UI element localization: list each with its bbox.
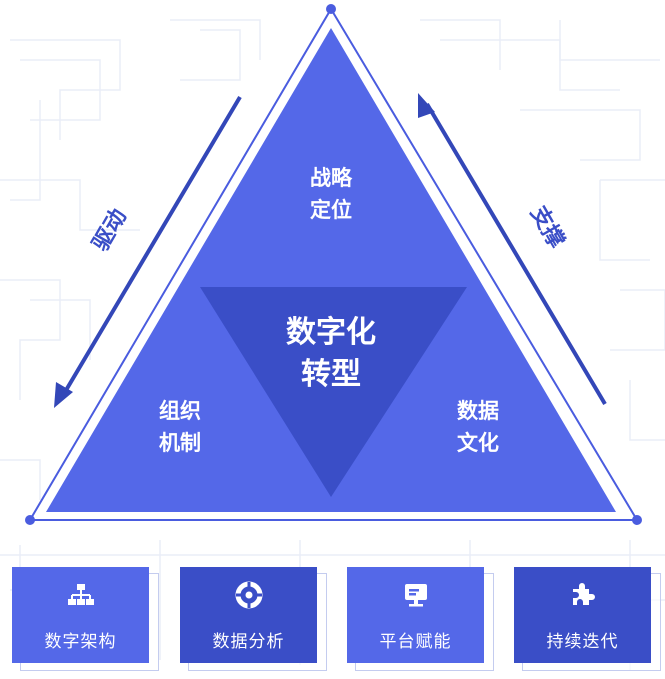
card-data-analysis[interactable]: 数据分析: [180, 567, 327, 671]
main-triangle: [46, 28, 616, 512]
outer-triangle-outline: [28, 7, 639, 521]
card-continuous-iteration[interactable]: 持续迭代: [514, 567, 661, 671]
left-node-label: 组织 机制: [159, 399, 201, 455]
card-label: 平台赋能: [379, 632, 452, 652]
center-node-label: 数字化 转型: [286, 315, 376, 392]
center-inverted-triangle: [200, 287, 467, 497]
left-arrow-line: [60, 95, 242, 399]
card-label: 数据分析: [212, 632, 285, 652]
card-digital-architecture[interactable]: 数字架构: [12, 567, 159, 671]
vertex-dot-left: [25, 515, 35, 525]
right-arrow-head: [418, 93, 435, 118]
card-label: 持续迭代: [546, 632, 619, 652]
org-chart-icon: [68, 584, 94, 605]
card-label: 数字架构: [44, 632, 117, 652]
monitor-icon: [405, 584, 427, 607]
target-icon: [235, 581, 263, 609]
vertex-dot-top: [326, 4, 336, 14]
right-arrow-line: [425, 102, 607, 406]
puzzle-icon: [573, 583, 595, 605]
card-platform-enablement[interactable]: 平台赋能: [347, 567, 494, 671]
left-arrow-head: [54, 382, 73, 408]
vertex-dot-right: [632, 515, 642, 525]
transformation-triangle-diagram: [25, 4, 642, 525]
top-node-label: 战略 定位: [310, 166, 352, 222]
right-node-label: 数据 文化: [457, 399, 499, 455]
